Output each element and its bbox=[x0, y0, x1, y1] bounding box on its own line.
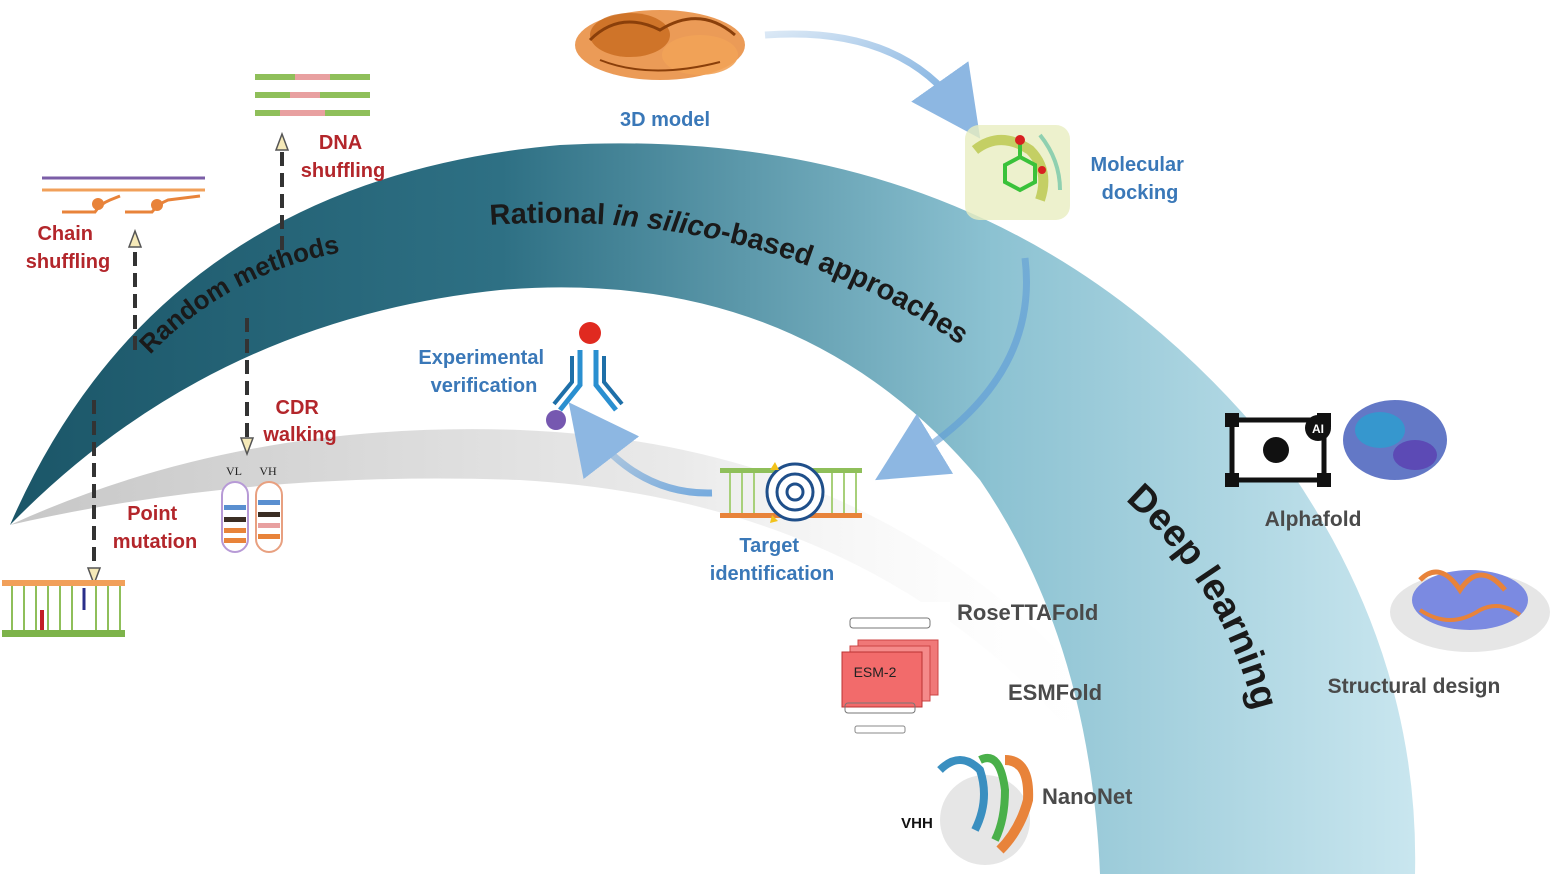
dna-shuffling-label: DNA shuffling bbox=[301, 132, 385, 182]
vh-label: VH bbox=[259, 464, 277, 478]
main-arc bbox=[10, 143, 1416, 874]
structural-design-label: Structural design bbox=[1328, 675, 1501, 698]
chain-shuffling-icon bbox=[42, 176, 205, 214]
target-identification-icon bbox=[720, 462, 862, 523]
molecular-docking-icon bbox=[965, 125, 1070, 220]
ai-badge-label: AI bbox=[1312, 422, 1324, 436]
alphafold-protein-icon bbox=[1343, 400, 1447, 480]
3d-model-protein-icon bbox=[575, 10, 745, 80]
antibody-icon bbox=[546, 322, 624, 430]
esm2-label: ESM-2 bbox=[854, 664, 897, 680]
arrow-heads bbox=[86, 131, 290, 587]
esmfold-label: ESMFold bbox=[1008, 680, 1102, 705]
vl-vh-tubes-icon bbox=[221, 481, 283, 553]
vhh-nanobody-icon bbox=[937, 754, 1034, 865]
esm2-architecture-icon bbox=[832, 602, 950, 742]
target-identification-label: Target identification bbox=[710, 535, 834, 585]
experimental-verification-label: Experimental verification bbox=[418, 347, 549, 397]
point-mutation-dna-icon bbox=[2, 580, 125, 637]
structural-design-protein-icon bbox=[1390, 569, 1550, 652]
point-mutation-label: Point mutation bbox=[113, 503, 197, 553]
alphafold-icon bbox=[1225, 413, 1331, 487]
vl-label: VL bbox=[226, 464, 242, 478]
dashed-arrows bbox=[92, 148, 284, 570]
cdr-walking-label: CDR walking bbox=[262, 397, 336, 446]
nanonet-label: NanoNet bbox=[1042, 784, 1133, 809]
vhh-label: VHH bbox=[901, 815, 933, 832]
chain-shuffling-label: Chain shuffling bbox=[26, 223, 110, 273]
arrow-docking-to-target bbox=[875, 257, 1030, 481]
alphafold-label: Alphafold bbox=[1265, 508, 1362, 531]
molecular-docking-label: Molecular docking bbox=[1091, 154, 1190, 204]
dna-shuffling-icon bbox=[255, 74, 370, 116]
arrow-model-to-docking bbox=[764, 30, 981, 139]
grey-arc bbox=[10, 429, 1120, 720]
rosettafold-label: RoseTTAFold bbox=[957, 600, 1098, 625]
arrow-target-to-experimental bbox=[568, 402, 713, 497]
3d-model-label: 3D model bbox=[620, 109, 710, 131]
